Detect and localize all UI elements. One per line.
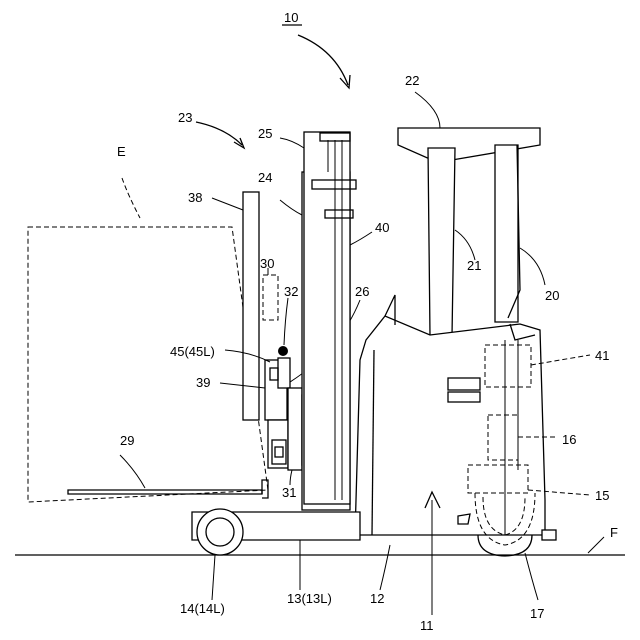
label-24: 24 [258, 170, 272, 185]
label-32: 32 [284, 284, 298, 299]
label-45: 45(45L) [170, 344, 215, 359]
label-F: F [610, 525, 618, 540]
overhead-guard [398, 92, 545, 336]
label-40: 40 [375, 220, 389, 235]
component-30 [263, 275, 278, 320]
label-14: 14(14L) [180, 601, 225, 616]
label-12: 12 [370, 591, 384, 606]
label-26: 26 [355, 284, 369, 299]
label-17: 17 [530, 606, 544, 621]
label-38: 38 [188, 190, 202, 205]
label-30: 30 [260, 256, 274, 271]
label-20: 20 [545, 288, 559, 303]
load-outline [28, 178, 268, 502]
label-39: 39 [196, 375, 210, 390]
label-23-arrow [196, 122, 244, 148]
label-E: E [117, 144, 126, 159]
label-11: 11 [420, 618, 434, 633]
label-41: 41 [595, 348, 609, 363]
label-21: 21 [467, 258, 481, 273]
backrest [212, 192, 259, 420]
label-22: 22 [405, 73, 419, 88]
label-23: 23 [178, 110, 192, 125]
label-13: 13(13L) [287, 591, 332, 606]
label-16: 16 [562, 432, 576, 447]
label-31: 31 [282, 485, 296, 500]
label-10-arrow [282, 25, 350, 88]
label-10: 10 [284, 10, 298, 25]
label-29: 29 [120, 433, 134, 448]
label-25: 25 [258, 126, 272, 141]
label-15: 15 [595, 488, 609, 503]
